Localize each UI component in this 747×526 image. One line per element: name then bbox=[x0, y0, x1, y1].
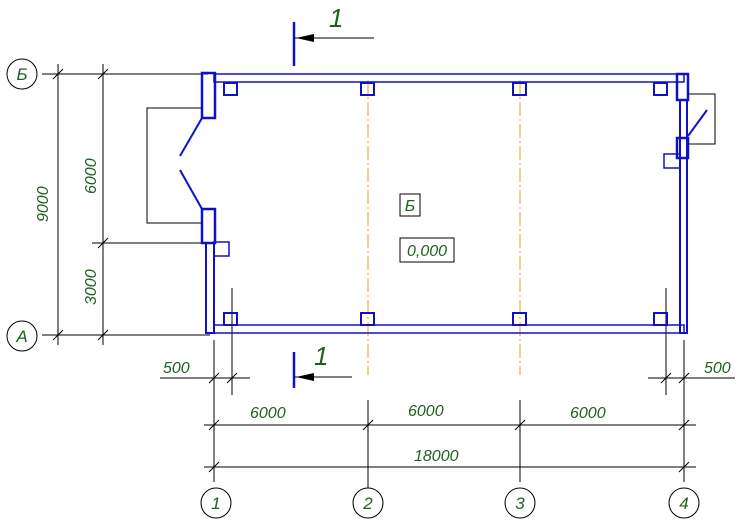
dim-overall-height: 9000 bbox=[35, 186, 52, 222]
axis-label-b: Б bbox=[16, 65, 27, 84]
room-tag: Б 0,000 bbox=[399, 193, 455, 263]
section-cut-top bbox=[292, 22, 374, 66]
dim-span-2: 6000 bbox=[408, 403, 444, 420]
axis-centerlines bbox=[367, 80, 521, 375]
section-mark-top: 1 bbox=[329, 3, 343, 33]
axis-marker-a: А bbox=[6, 320, 38, 352]
dim-left-offset: 500 bbox=[163, 360, 190, 377]
dimension-lines bbox=[42, 64, 735, 482]
axis-label-2: 2 bbox=[362, 494, 373, 513]
dim-span-1: 6000 bbox=[250, 405, 286, 422]
section-cut-bottom bbox=[292, 352, 352, 388]
axis-marker-4: 4 bbox=[668, 487, 700, 519]
axis-label-4: 4 bbox=[679, 494, 688, 513]
axis-marker-1: 1 bbox=[200, 487, 232, 519]
axis-label-1: 1 bbox=[211, 494, 220, 513]
gate-left bbox=[146, 107, 203, 224]
columns bbox=[223, 82, 668, 326]
dim-lower-height: 3000 bbox=[83, 269, 100, 305]
axis-marker-b: Б bbox=[6, 58, 38, 90]
room-name: Б bbox=[405, 198, 415, 215]
section-mark-bottom: 1 bbox=[314, 341, 328, 371]
dim-right-offset: 500 bbox=[704, 360, 731, 377]
axis-marker-2: 2 bbox=[352, 487, 384, 519]
axis-marker-3: 3 bbox=[504, 487, 536, 519]
building-walls bbox=[200, 71, 690, 334]
axis-label-a: А bbox=[15, 327, 27, 346]
axis-label-3: 3 bbox=[515, 494, 525, 513]
gate-right bbox=[687, 93, 716, 145]
room-level: 0,000 bbox=[407, 243, 447, 260]
dim-span-3: 6000 bbox=[570, 405, 606, 422]
dim-total-length: 18000 bbox=[414, 448, 459, 465]
dim-upper-height: 6000 bbox=[83, 158, 100, 194]
